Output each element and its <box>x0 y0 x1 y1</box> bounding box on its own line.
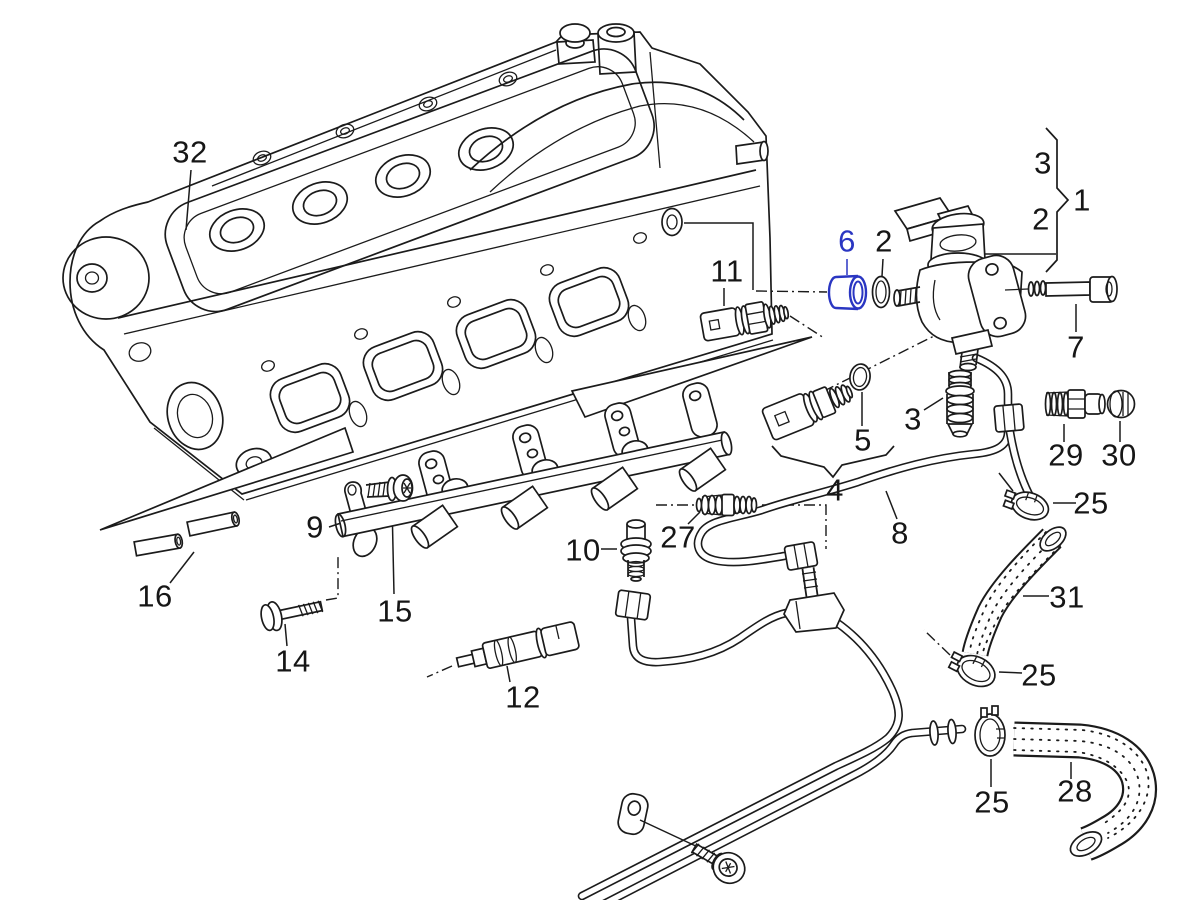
hoses-drawing <box>947 489 1157 861</box>
callout-25-top[interactable]: 25 <box>1073 485 1109 521</box>
callout-29[interactable]: 29 <box>1048 437 1084 473</box>
callout-30[interactable]: 30 <box>1101 437 1137 473</box>
callout-4[interactable]: 4 <box>826 472 844 508</box>
fitting-29-drawing <box>1044 389 1106 419</box>
leader-lines <box>169 127 1121 787</box>
callout-2-bracket[interactable]: 2 <box>1032 201 1050 237</box>
cylinder-head-drawing <box>62 23 774 501</box>
callout-1[interactable]: 1 <box>1073 182 1091 218</box>
callout-3-fitting[interactable]: 3 <box>904 401 922 437</box>
fuel-lines-drawing <box>577 353 1037 900</box>
callout-3-bracket[interactable]: 3 <box>1034 145 1052 181</box>
callout-16[interactable]: 16 <box>137 578 173 614</box>
callout-6[interactable]: 6 <box>838 223 856 259</box>
callout-9[interactable]: 9 <box>306 509 324 545</box>
sleeve-6-drawing <box>827 274 868 311</box>
callout-2-oring[interactable]: 2 <box>875 223 893 259</box>
sensor-11-drawing <box>699 301 790 342</box>
callout-8[interactable]: 8 <box>891 515 909 551</box>
callout-14[interactable]: 14 <box>275 643 311 679</box>
fuel-rail-drawing <box>334 382 733 558</box>
injector-12-drawing <box>455 621 580 670</box>
rail-screw-drawing <box>365 474 414 502</box>
plug-30-drawing <box>1106 389 1136 419</box>
sensor-4-drawing <box>761 384 854 441</box>
bottom-screw-drawing <box>617 792 746 885</box>
fitting-27-drawing <box>695 493 758 517</box>
callout-7[interactable]: 7 <box>1067 329 1085 365</box>
install-pointer-wedges <box>99 336 813 531</box>
callout-28[interactable]: 28 <box>1057 773 1093 809</box>
callout-12[interactable]: 12 <box>505 679 541 715</box>
injector-cups <box>410 447 727 549</box>
pump-bolt-drawing <box>1004 275 1118 303</box>
callout-11[interactable]: 11 <box>710 253 744 289</box>
callout-25-mid[interactable]: 25 <box>1021 657 1057 693</box>
callout-31[interactable]: 31 <box>1049 579 1085 615</box>
callout-27[interactable]: 27 <box>660 519 696 555</box>
clamp-25-bottom <box>974 705 1006 757</box>
bolt-14-drawing <box>260 600 324 632</box>
fitting-3-drawing <box>945 369 975 438</box>
oring-2-drawing <box>871 275 891 309</box>
valve-10-drawing <box>620 519 652 582</box>
dowel-pins-drawing <box>133 511 241 557</box>
callout-5[interactable]: 5 <box>854 422 872 458</box>
callout-10[interactable]: 10 <box>565 532 601 568</box>
callout-25-bottom[interactable]: 25 <box>974 784 1010 820</box>
pump-sleeve-bore <box>661 207 683 237</box>
hp-pump-drawing <box>827 197 1118 372</box>
clamp-25-top <box>1002 489 1050 521</box>
callout-32[interactable]: 32 <box>172 134 208 170</box>
small-parts-drawing <box>133 301 1136 885</box>
clamp-25-mid <box>947 650 996 688</box>
callout-15[interactable]: 15 <box>377 593 413 629</box>
